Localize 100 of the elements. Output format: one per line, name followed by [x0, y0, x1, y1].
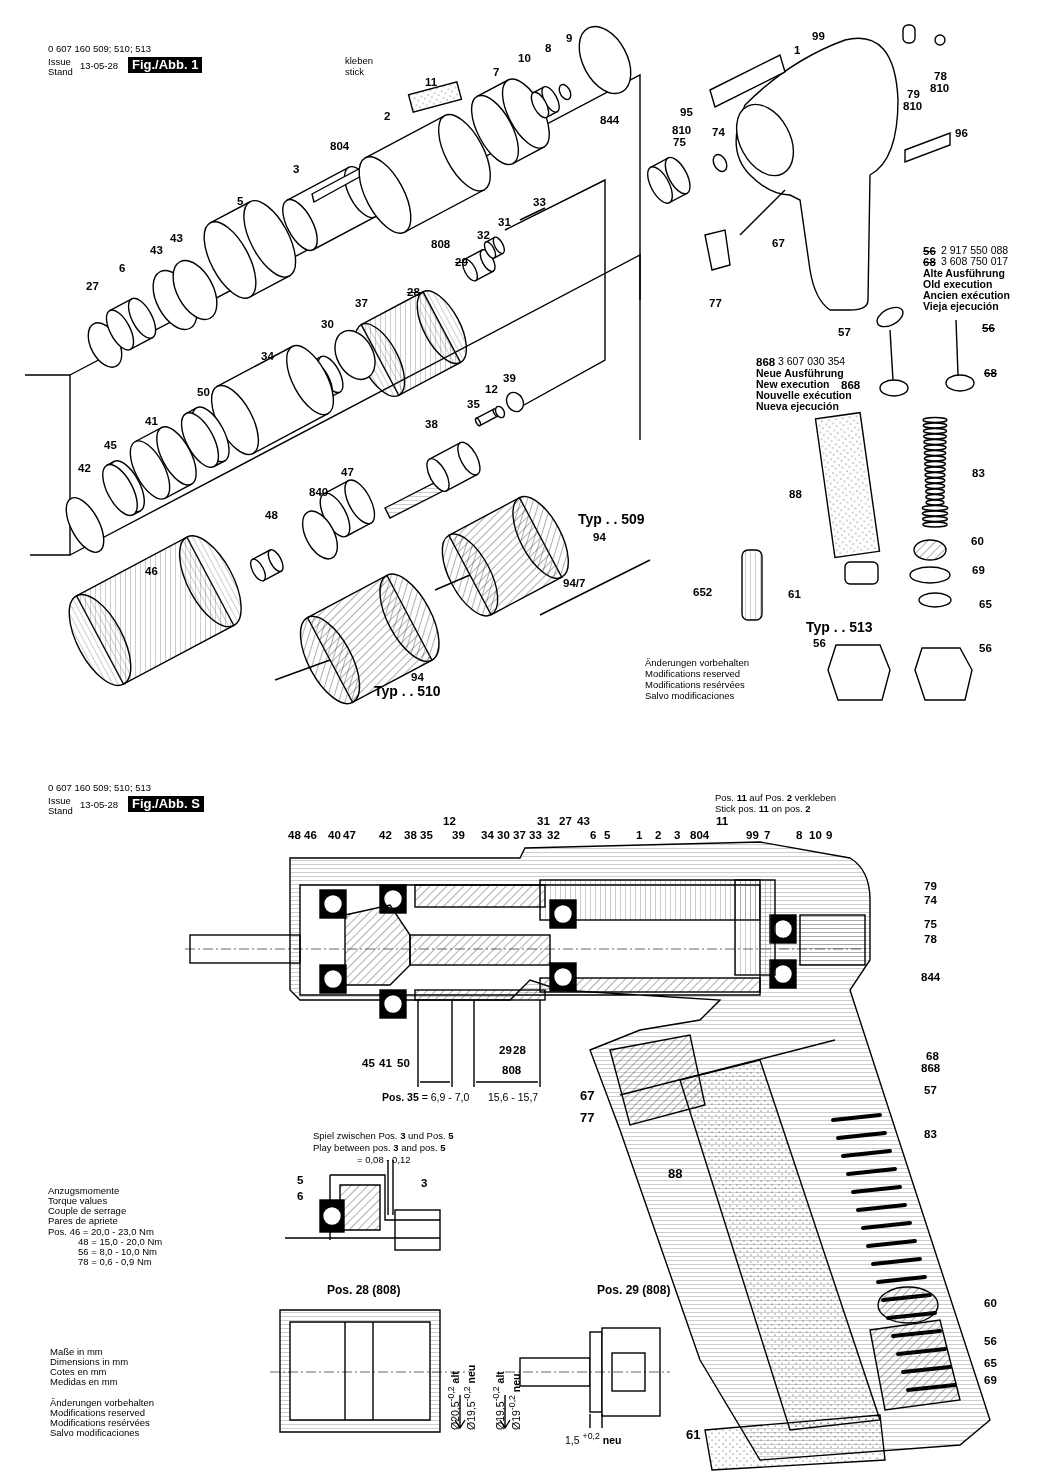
callout-number: 99 [746, 829, 759, 842]
callout-number: 652 [693, 586, 713, 599]
callout-number: 30 [497, 829, 510, 842]
detail-heading: Pos. 29 (808) [597, 1284, 671, 1297]
callout-number: 56 [979, 642, 992, 655]
note-text: Nueva ejecución [756, 401, 839, 412]
note-text: Dimensions in mm [50, 1357, 129, 1367]
note-text: Modifications resérvées [645, 680, 745, 690]
struck-callout-number: 28 [407, 286, 420, 299]
callout-number: 79 [907, 88, 920, 101]
note-text: Modifications resérvées [50, 1418, 150, 1428]
note-text: Alte Ausführung [923, 268, 1005, 279]
callout-number: 47 [341, 466, 354, 479]
document-header-text: 0 607 160 509; 510; 513 [48, 783, 151, 793]
note-text: New execution [756, 379, 830, 390]
callout-number: 95 [680, 106, 693, 119]
callout-number: 50 [197, 386, 210, 399]
callout-number: 11 [425, 76, 438, 89]
callout-number: 39 [452, 829, 465, 842]
callout-number: 34 [481, 829, 494, 842]
document-header-text: Stand [48, 67, 73, 77]
callout-number: 48 [288, 829, 301, 842]
callout-number: 47 [343, 829, 356, 842]
callout-number: 75 [673, 136, 686, 149]
callout-number: 7 [764, 829, 771, 842]
callout-number: 6 [119, 262, 126, 275]
callout-number: 46 [145, 565, 158, 578]
callout-number: 56 [984, 1335, 997, 1348]
callout-number: 69 [972, 564, 985, 577]
callout-number: 45 [362, 1057, 375, 1070]
callout-number: 8 [545, 42, 552, 55]
callout-number: 9 [566, 32, 573, 45]
callout-number: 41 [145, 415, 158, 428]
callout-number: 808 [431, 238, 451, 251]
callout-number: 8 [796, 829, 803, 842]
callout-number: 57 [924, 1084, 937, 1097]
callout-number: 9 [826, 829, 833, 842]
callout-number: 74 [712, 126, 725, 139]
callout-number: 77 [580, 1111, 595, 1125]
callout-number: 3 [674, 829, 681, 842]
note-text: Medidas en mm [50, 1377, 118, 1387]
callout-number: 96 [955, 127, 968, 140]
note-text: Stick pos. 11 on pos. 2 [715, 804, 811, 814]
callout-number: 88 [668, 1167, 683, 1181]
callout-number: 2 [655, 829, 662, 842]
note-text: Spiel zwischen Pos. 3 und Pos. 5 [313, 1131, 454, 1141]
document-header-text: 0 607 160 509; 510; 513 [48, 44, 151, 54]
callout-number: 33 [533, 196, 546, 209]
note-text: 78 = 0,6 - 0,9 Nm [78, 1257, 152, 1267]
note-text: Modifications reserved [50, 1408, 146, 1418]
callout-number: 33 [529, 829, 542, 842]
callout-number: 57 [838, 326, 851, 339]
struck-callout-number: 68 [984, 367, 997, 380]
dimension-text: 15,6 - 15,7 [488, 1092, 539, 1103]
note-text: Salvo modificaciones [50, 1428, 140, 1438]
callout-number: 40 [328, 829, 341, 842]
callout-number: 41 [379, 1057, 392, 1070]
dimension-text: Pos. 35 = 6,9 - 7,0 [382, 1092, 470, 1103]
callout-number: 43 [150, 244, 163, 257]
callout-number: 67 [580, 1089, 595, 1103]
callout-number: 2 [384, 110, 391, 123]
callout-number: 6 [297, 1190, 304, 1203]
callout-number: 3 [421, 1177, 428, 1190]
callout-number: 37 [355, 297, 368, 310]
callout-number: 12 [443, 815, 456, 828]
callout-number: 61 [686, 1428, 701, 1442]
callout-number: 5 [604, 829, 611, 842]
callout-number: 35 [467, 398, 480, 411]
callout-number: 10 [518, 52, 531, 65]
note-text: Nouvelle exécution [756, 390, 852, 401]
callout-number: 868 [756, 356, 776, 369]
callout-number: 844 [921, 971, 941, 984]
callout-number: 37 [513, 829, 526, 842]
callout-number: 31 [537, 815, 550, 828]
callout-number: 28 [513, 1044, 526, 1057]
callout-number: 68 [926, 1050, 939, 1063]
callout-number: 60 [971, 535, 984, 548]
callout-number: 65 [984, 1357, 997, 1370]
note-text: Modifications reserved [645, 669, 741, 679]
callout-number: 83 [924, 1128, 937, 1141]
note-text: Neue Ausführung [756, 368, 844, 379]
note-text: Pos. 46 = 20,0 - 23,0 Nm [48, 1227, 154, 1237]
callout-number: 74 [924, 894, 937, 907]
dimension-text: 1,5 $^{+0,2}$ neu [565, 1432, 622, 1446]
callout-number: 810 [903, 100, 923, 113]
callout-number: 38 [425, 418, 438, 431]
document-header-text: Issue [48, 57, 71, 67]
document-header-text: Stand [48, 806, 73, 816]
callout-number: 5 [237, 195, 244, 208]
callout-number: 840 [309, 486, 329, 499]
callout-number: 65 [979, 598, 992, 611]
note-text: Salvo modificaciones [645, 691, 735, 701]
callout-number: 6 [590, 829, 597, 842]
callout-number: 79 [924, 880, 937, 893]
struck-callout-number: 68 [923, 256, 936, 269]
callout-number: 61 [788, 588, 801, 601]
callout-number: 56 [813, 637, 826, 650]
note-text: kleben [345, 56, 373, 66]
callout-number: 43 [577, 815, 590, 828]
note-text: Maße in mm [50, 1347, 103, 1357]
